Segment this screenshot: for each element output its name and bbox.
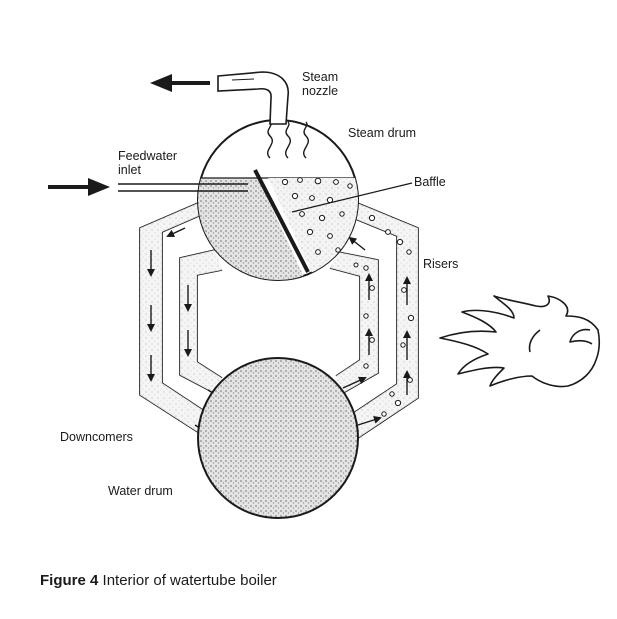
steam-outlet-arrow [150,74,210,92]
figure-caption-text: Interior of watertube boiler [102,572,277,589]
label-steam-nozzle: Steam nozzle [302,70,339,98]
figure-number: Figure 4 [40,572,99,589]
water-drum [197,357,359,519]
baffle [253,169,310,273]
feedwater-arrow [48,178,110,196]
riser-innermost-wall [329,267,361,377]
label-water-drum: Water drum [108,484,173,498]
flame-icon [439,295,601,388]
figure-caption: Figure 4 Interior of watertube boiler [40,572,277,589]
downcomer-innermost-wall [196,269,223,379]
label-risers: Risers [423,257,459,271]
baffle-leader [291,182,413,213]
label-baffle: Baffle [414,175,446,189]
riser-bubbles [353,214,415,417]
label-feedwater-inlet: Feedwater inlet [118,149,178,177]
feedwater-inlet-pipe [118,183,248,192]
steam-wisps [267,121,309,159]
label-steam-drum: Steam drum [348,126,417,140]
riser-arrows [342,236,411,426]
tube-fill [140,200,418,440]
steam-nozzle [217,71,289,125]
label-downcomers: Downcomers [60,430,133,444]
steam-drum-bubbles [281,177,353,255]
